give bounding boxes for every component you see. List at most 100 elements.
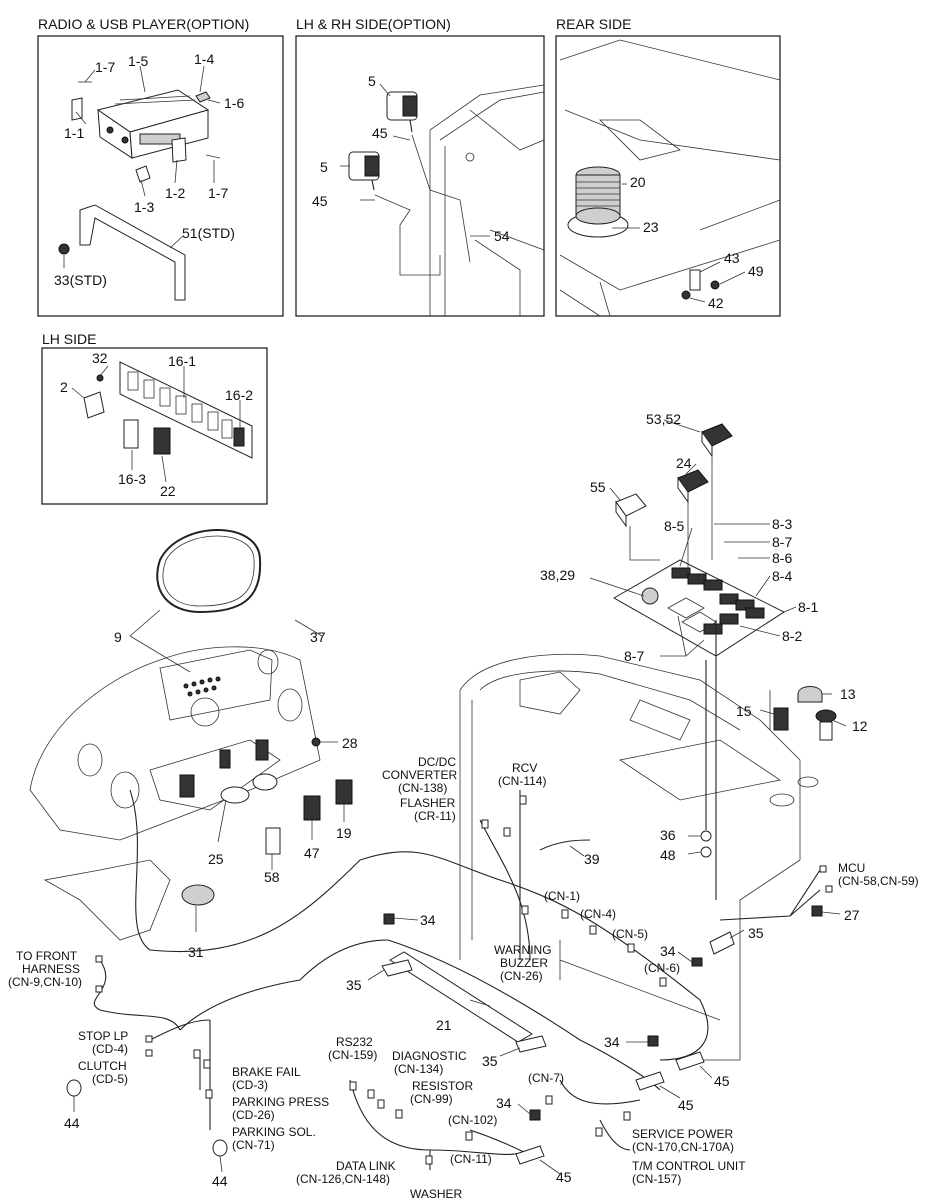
cigar-lighter-13	[797, 686, 823, 703]
label-warning-3: (CN-26)	[500, 969, 543, 983]
switch-19	[335, 779, 353, 805]
callout-44a: 44	[64, 1115, 80, 1131]
label-stop-2: (CD-4)	[92, 1042, 128, 1056]
callout-35b: 35	[748, 925, 764, 941]
callout-45d: 45	[678, 1097, 694, 1113]
label-stop-1: STOP LP	[78, 1029, 128, 1043]
label-diag-2: (CN-134)	[394, 1062, 443, 1076]
label-rs232-1: RS232	[336, 1035, 373, 1049]
callout-33: 33(STD)	[54, 272, 107, 288]
cab-roof-sketch	[559, 39, 781, 317]
rear-bracket-43	[681, 269, 720, 300]
callout-2: 2	[60, 379, 68, 395]
side-lamp-upper	[386, 91, 418, 133]
label-tm-2: (CN-157)	[632, 1172, 681, 1186]
callout-8-2: 8-2	[782, 628, 802, 644]
label-brake-1: BRAKE FAIL	[232, 1065, 301, 1079]
callout-45a: 45	[372, 125, 388, 141]
callout-54: 54	[494, 228, 510, 244]
lh-panel-title: LH SIDE	[42, 331, 96, 347]
switch-plate-16-1	[119, 361, 253, 459]
label-cn6: (CN-6)	[644, 961, 680, 975]
callout-13: 13	[840, 686, 856, 702]
label-resistor-1: RESISTOR	[412, 1079, 473, 1093]
rear-panel-frame	[555, 35, 781, 317]
light-15	[773, 707, 789, 731]
label-clutch-2: (CD-5)	[92, 1072, 128, 1086]
callout-34c: 34	[604, 1034, 620, 1050]
label-cn102: (CN-102)	[448, 1113, 497, 1127]
label-dcdc-1: DC/DC	[418, 755, 456, 769]
switch-53-52	[701, 423, 733, 458]
callout-45b: 45	[312, 193, 328, 209]
callout-19: 19	[336, 825, 352, 841]
clips-44	[66, 1079, 228, 1157]
connector-plugs	[95, 795, 833, 1165]
clamp-brackets-35	[381, 931, 735, 1165]
callout-8-1: 8-1	[798, 599, 818, 615]
callout-38-29: 38,29	[540, 567, 575, 583]
callout-53-52: 53,52	[646, 411, 681, 427]
callout-15: 15	[736, 703, 752, 719]
label-warning-1: WARNING	[494, 943, 552, 957]
label-resistor-2: (CN-99)	[410, 1092, 453, 1106]
grommet-36	[700, 830, 712, 842]
lh-rh-side-panel: LH & RH SIDE(OPTION)	[295, 16, 545, 317]
label-brake-2: (CD-3)	[232, 1078, 268, 1092]
blank-cover-16-3	[123, 419, 139, 449]
cab-body-sketch	[429, 84, 545, 316]
callout-1-5: 1-5	[128, 53, 148, 69]
label-tm-1: T/M CONTROL UNIT	[632, 1159, 746, 1173]
switch-panel-8-1	[612, 559, 786, 657]
callout-12: 12	[852, 718, 868, 734]
callout-51: 51(STD)	[182, 225, 235, 241]
label-parksol-2: (CN-71)	[232, 1138, 275, 1152]
callout-9: 9	[114, 629, 122, 645]
callout-21: 21	[436, 1017, 452, 1033]
callout-32: 32	[92, 350, 108, 366]
callout-45c: 45	[714, 1073, 730, 1089]
callout-5a: 5	[368, 73, 376, 89]
horn-28	[311, 737, 321, 747]
callout-1-1: 1-1	[64, 125, 84, 141]
label-clutch-1: CLUTCH	[78, 1059, 127, 1073]
label-rcv-1: RCV	[512, 761, 537, 775]
cluster-bezel-9	[156, 529, 262, 614]
bracket-2	[83, 391, 105, 419]
label-warning-2: BUZZER	[500, 956, 548, 970]
label-cn7: (CN-7)	[528, 1071, 564, 1085]
callout-34a: 34	[420, 912, 436, 928]
label-parksol-1: PARKING SOL.	[232, 1125, 316, 1139]
radio-usb-player-panel: RADIO & USB PLAYER(OPTION)	[37, 16, 284, 317]
callout-58: 58	[264, 869, 280, 885]
callout-23: 23	[643, 219, 659, 235]
callout-8-4: 8-4	[772, 568, 792, 584]
lh-side-panel: LH SIDE	[41, 331, 268, 505]
lh-panel-frame	[41, 347, 268, 505]
label-cn4: (CN-4)	[580, 907, 616, 921]
callout-1-2: 1-2	[165, 185, 185, 201]
label-flasher-1: FLASHER	[400, 796, 456, 810]
callout-16-1: 16-1	[168, 353, 196, 369]
callout-8-7a: 8-7	[772, 534, 792, 550]
label-service-2: (CN-170,CN-170A)	[632, 1140, 734, 1154]
callout-8-3: 8-3	[772, 516, 792, 532]
label-washer: WASHER	[410, 1187, 463, 1200]
label-flasher-2: (CR-11)	[414, 809, 456, 823]
switch-55	[615, 493, 647, 528]
callout-5b: 5	[320, 159, 328, 175]
label-parkpress-2: (CD-26)	[232, 1108, 275, 1122]
callout-1-4: 1-4	[194, 51, 214, 67]
callout-16-2: 16-2	[225, 387, 253, 403]
label-cn11: (CN-11)	[450, 1152, 492, 1166]
blank-cover-58	[265, 827, 281, 855]
callout-49: 49	[748, 263, 764, 279]
callout-1-7a: 1-7	[95, 59, 115, 75]
radio-panel-frame	[37, 35, 284, 317]
callout-44b: 44	[212, 1173, 228, 1189]
label-dcdc-2: CONVERTER	[382, 768, 457, 782]
label-parkpress-1: PARKING PRESS	[232, 1095, 329, 1109]
connector-labels: DC/DC CONVERTER (CN-138) FLASHER (CR-11)…	[8, 755, 919, 1200]
label-mcu-1: MCU	[838, 861, 865, 875]
